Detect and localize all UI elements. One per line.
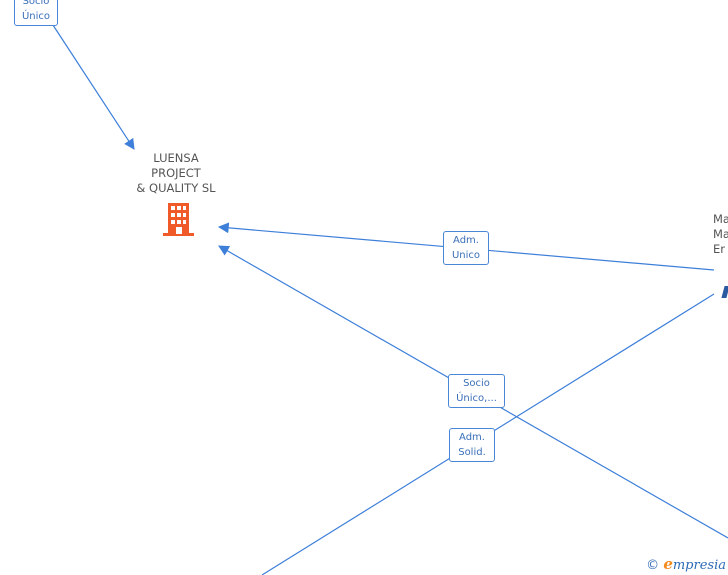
edge-label-line: Socio [463, 378, 490, 389]
company-node-label[interactable]: LUENSA PROJECT & QUALITY SL [126, 151, 226, 196]
edge-label-top-left[interactable]: Socio Único [14, 0, 58, 26]
company-name-line: PROJECT [151, 166, 201, 180]
empresia-logo-initial: e [663, 555, 673, 573]
edge-label-line: Socio [22, 0, 50, 7]
building-icon[interactable] [162, 203, 195, 237]
copyright-symbol: © [646, 558, 660, 573]
edge-label-socio-unico[interactable]: Socio Único,... [448, 374, 505, 408]
right-node-line: Er [713, 242, 725, 256]
edge-label-adm-solid[interactable]: Adm. Solid. [449, 428, 495, 462]
edge-label-line: Unico [451, 250, 481, 261]
edge-label-line: Adm. [453, 235, 479, 246]
edge-label-line: Adm. [459, 432, 485, 443]
company-name-line: LUENSA [153, 151, 199, 165]
edge-label-line: Único [21, 11, 51, 22]
right-node-line: Ma [713, 212, 728, 226]
right-node-label[interactable]: Ma Ma Er [713, 212, 728, 257]
edge-label-line: Único,... [456, 393, 497, 404]
empresia-watermark: © empresia [646, 555, 726, 573]
edge-label-line: Solid. [458, 447, 486, 458]
company-name-line: & QUALITY SL [136, 181, 216, 195]
edge-label-adm-unico[interactable]: Adm. Unico [443, 231, 489, 265]
edge-top-left-to-company [50, 21, 135, 150]
empresia-logo-text: mpresia [672, 558, 726, 573]
right-node-line: Ma [713, 227, 728, 241]
